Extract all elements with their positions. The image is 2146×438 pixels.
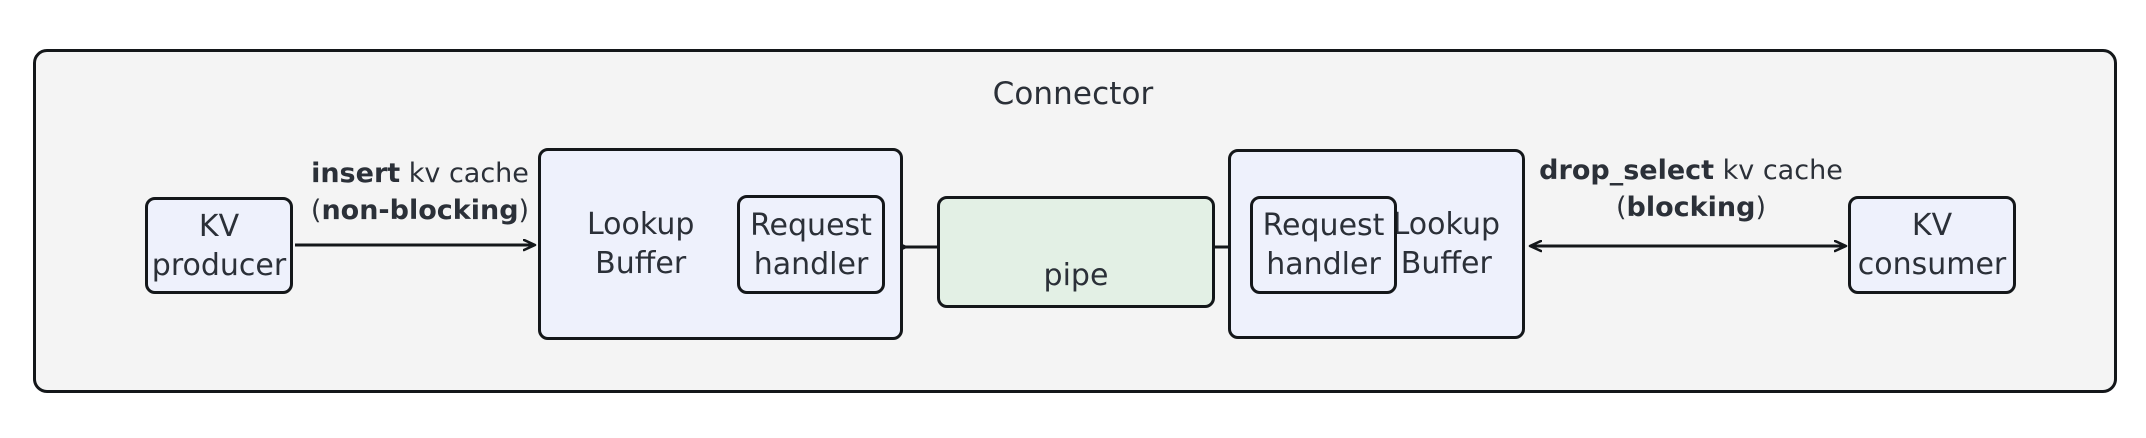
node-request-handler-left[interactable]: Request handler [737,195,885,294]
edge-label-insert: insert kv cache (non-blocking) [300,155,540,230]
lookup-buffer-left-label: Lookup Buffer [587,207,695,281]
node-kv-consumer[interactable]: KV consumer [1848,196,2016,294]
edge-label-insert-bold: insert [311,158,401,189]
edge-label-insert-close-paren: ) [518,195,530,227]
node-pipe[interactable]: pipe [937,196,1215,308]
edge-label-drop-select-open-paren: ( [1616,192,1627,224]
edge-label-insert-mode: non-blocking [321,195,519,227]
lookup-buffer-right-label: Lookup Buffer [1392,207,1500,281]
edge-label-drop-select-line1: drop_select kv cache [1531,152,1851,189]
edge-label-drop-select-mode: blocking [1626,192,1756,224]
edge-label-drop-select: drop_select kv cache (blocking) [1531,152,1851,227]
edge-label-insert-line1: insert kv cache [300,155,540,192]
edge-label-drop-select-close-paren: ) [1755,192,1766,224]
edge-label-insert-plain: kv cache [400,158,529,189]
edge-label-drop-select-plain: kv cache [1714,155,1843,186]
node-lookup-buffer-left[interactable]: Lookup Buffer [538,148,903,340]
edge-label-drop-select-bold: drop_select [1539,155,1715,186]
connector-title: Connector [992,76,1154,112]
node-kv-producer[interactable]: KV producer [145,197,293,294]
node-request-handler-right[interactable]: Request handler [1250,196,1397,294]
edge-label-drop-select-line2: (blocking) [1531,189,1851,226]
edge-label-insert-open-paren: ( [310,195,322,227]
edge-label-insert-line2: (non-blocking) [300,192,540,229]
